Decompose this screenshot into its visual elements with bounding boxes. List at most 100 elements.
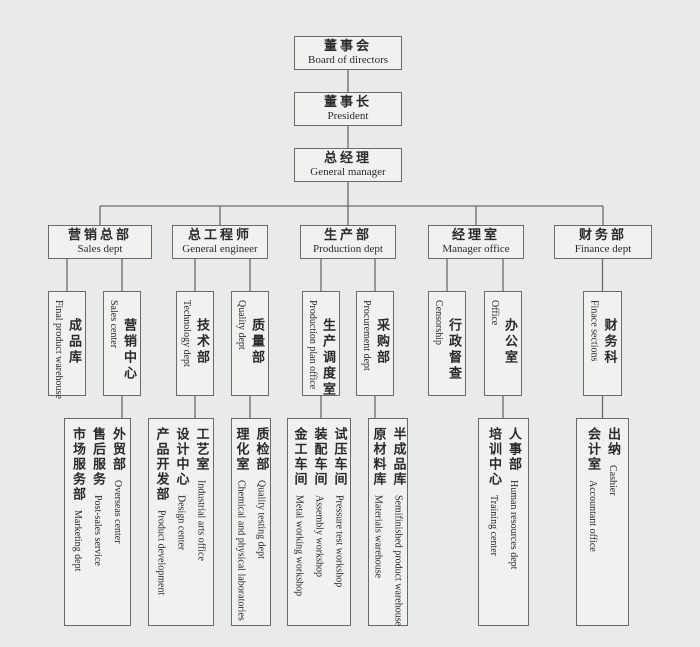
label-en: Sales center bbox=[108, 300, 119, 349]
label-en: Office bbox=[489, 300, 500, 326]
label-en: Production plan office bbox=[307, 300, 318, 390]
label-en: Board of directors bbox=[307, 54, 389, 66]
label-zh: 董事长 bbox=[323, 95, 372, 110]
label-zh: 会计室 bbox=[585, 427, 600, 472]
text-column: 售后服务Post-sales service bbox=[89, 427, 106, 566]
label-zh: 半成品库 bbox=[390, 427, 406, 487]
subunit-node: 外贸部 Overseas center 售后服务Post-sales service… bbox=[64, 418, 131, 626]
text-column: 产品开发部 Product development bbox=[153, 427, 170, 595]
label-en: Product development bbox=[155, 510, 167, 596]
label-en: Finace sections bbox=[588, 300, 600, 362]
label-zh: 理化室 bbox=[233, 427, 249, 472]
text-column: 质检部 Quality testing dept bbox=[253, 427, 270, 559]
label-zh: 工艺室 bbox=[193, 427, 209, 472]
label-en: Industrial arts office bbox=[195, 480, 207, 561]
label-zh: 总经理 bbox=[323, 151, 372, 166]
label-en: Semifinished product warehouse bbox=[392, 495, 404, 627]
text-column: 人事部 Human resources dept bbox=[505, 427, 522, 569]
label-zh: 市场服务部 bbox=[70, 427, 85, 502]
label-zh: 产品开发部 bbox=[153, 427, 169, 502]
label-en: Procurement dept bbox=[361, 300, 372, 371]
text-column: 金工车间Metal working workshop bbox=[291, 427, 308, 596]
label-en: Finance dept bbox=[574, 243, 632, 255]
label-zh: 设计中心 bbox=[173, 427, 189, 487]
text-column: 理化室Chemical and physical laboratories bbox=[233, 427, 250, 621]
text-column: 装配车间 Assembly workshop bbox=[311, 427, 328, 577]
label-zh: 试压车间 bbox=[331, 427, 347, 487]
label-zh: 营销中心 bbox=[121, 318, 136, 382]
label-zh: 生产调度室 bbox=[320, 318, 335, 398]
subunit-node: 试压车间 Pressure test workshop 装配车间 Assembly w… bbox=[287, 418, 351, 626]
text-column: 设计中心 Design center bbox=[173, 427, 190, 550]
text-column: 出纳Cashier bbox=[604, 427, 621, 496]
text-column: 试压车间 Pressure test workshop bbox=[331, 427, 348, 587]
label-zh: 原材料库 bbox=[370, 427, 386, 487]
label-zh: 行政督查 bbox=[446, 318, 461, 382]
label-zh: 采购部 bbox=[374, 318, 389, 366]
label-en: Training center bbox=[488, 495, 499, 557]
label-zh: 董事会 bbox=[323, 39, 372, 54]
label-zh: 经理室 bbox=[451, 228, 500, 243]
label-en: Post-sales service bbox=[92, 495, 103, 566]
label-en: Marketing dept bbox=[72, 510, 83, 572]
label-en: Censorship bbox=[433, 300, 444, 345]
label-zh: 外贸部 bbox=[110, 427, 125, 472]
subunit-node: 质检部 Quality testing dept 理化室Chemical and p… bbox=[231, 418, 271, 626]
label-en: Production dept bbox=[313, 243, 383, 255]
label-zh: 财务部 bbox=[578, 228, 627, 243]
label-zh: 财务科 bbox=[601, 318, 617, 366]
label-en: Final product warehouse bbox=[53, 300, 64, 399]
text-column: 培训中心 Training center bbox=[485, 427, 502, 556]
label-zh: 金工车间 bbox=[291, 427, 307, 487]
label-zh: 质量部 bbox=[249, 318, 264, 366]
label-zh: 技术部 bbox=[194, 318, 209, 366]
label-en: General manager bbox=[310, 166, 386, 178]
label-zh: 总工程师 bbox=[187, 228, 252, 243]
label-en: President bbox=[327, 110, 369, 122]
label-zh: 办公室 bbox=[502, 318, 517, 366]
label-zh: 人事部 bbox=[506, 427, 521, 472]
label-en: Pressure test workshop bbox=[333, 495, 345, 588]
label-zh: 质检部 bbox=[253, 427, 269, 472]
label-zh: 营销总部 bbox=[67, 228, 132, 243]
label-en: Human resources dept bbox=[508, 480, 519, 570]
label-en: Manager office bbox=[442, 243, 510, 255]
text-column: 半成品库 Semifinished product warehouse bbox=[390, 427, 407, 626]
label-en: Quality dept bbox=[236, 300, 247, 350]
text-column: 外贸部 Overseas center bbox=[109, 427, 126, 544]
label-en: Sales dept bbox=[77, 243, 123, 255]
label-zh: 装配车间 bbox=[311, 427, 327, 487]
text-column: 工艺室 Industrial arts office bbox=[193, 427, 210, 561]
label-en: Overseas center bbox=[112, 480, 123, 544]
label-en: Assembly workshop bbox=[313, 495, 325, 577]
label-zh: 培训中心 bbox=[486, 427, 501, 487]
label-en: Quality testing dept bbox=[255, 480, 267, 559]
label-en: General engineer bbox=[182, 243, 258, 255]
label-en: Design center bbox=[175, 495, 187, 551]
label-zh: 成品库 bbox=[66, 318, 81, 366]
